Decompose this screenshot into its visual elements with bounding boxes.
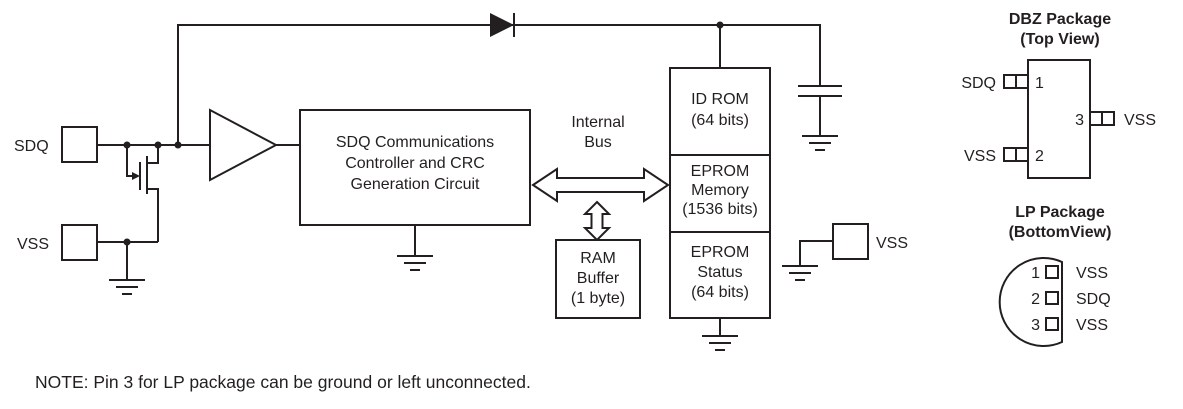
internal-bus-line1: Internal — [571, 114, 624, 131]
lp-title-line2: (BottomView) — [1009, 224, 1112, 241]
id-rom-line2: (64 bits) — [691, 112, 749, 129]
dbz-pin2-label: VSS — [964, 148, 996, 165]
dbz-pin2-lead-icon — [1003, 147, 1029, 162]
dbz-pin1-number: 1 — [1035, 75, 1044, 92]
lp-pin2-lead-icon — [1045, 291, 1059, 305]
ram-buffer-block: RAM Buffer (1 byte) — [555, 239, 641, 319]
controller-label-line3: Generation Circuit — [351, 176, 481, 193]
lp-package: LP Package (BottomView) 1 VSS 2 SDQ 3 VS… — [998, 204, 1112, 347]
capacitor-icon — [798, 85, 842, 97]
eprom-status-line2: Status — [697, 264, 742, 281]
lp-pin3-number: 3 — [1031, 317, 1040, 334]
dbz-pin3-lead-icon — [1089, 111, 1115, 126]
ram-buffer-line1: RAM — [580, 250, 616, 267]
controller-label-line1: SDQ Communications — [336, 134, 494, 151]
sdq-pad — [61, 126, 98, 163]
dbz-pin1-label: SDQ — [961, 75, 996, 92]
lp-pin2-label: SDQ — [1076, 291, 1111, 308]
eprom-status-line3: (64 bits) — [691, 284, 749, 301]
dbz-body — [1027, 59, 1091, 179]
buffer-amplifier-icon — [209, 108, 279, 182]
id-rom-line1: ID ROM — [691, 91, 749, 108]
eprom-status-block: EPROM Status (64 bits) — [691, 244, 750, 301]
dbz-pin1-lead-icon — [1003, 74, 1029, 89]
mosfet-icon — [132, 156, 148, 194]
vss-pad-right — [832, 223, 869, 260]
diode-icon — [490, 13, 515, 37]
vss-pad-right-label: VSS — [876, 235, 908, 252]
lp-pin1-lead-icon — [1045, 265, 1059, 279]
ground-icon — [701, 335, 739, 351]
ground-icon — [801, 135, 839, 151]
internal-bus-label: Internal Bus — [571, 114, 624, 151]
ram-buffer-line2: Buffer — [577, 270, 620, 287]
memory-stack: ID ROM (64 bits) EPROM Memory (1536 bits… — [669, 67, 771, 319]
eprom-status-line1: EPROM — [691, 244, 750, 261]
lp-pin3-lead-icon — [1045, 317, 1059, 331]
junction-dots — [123, 21, 724, 246]
lp-pin3-label: VSS — [1076, 317, 1108, 334]
eprom-memory-line3: (1536 bits) — [682, 201, 758, 218]
dbz-pin2-number: 2 — [1035, 148, 1044, 165]
ground-icon — [781, 265, 819, 281]
sdq-pad-label: SDQ — [14, 138, 49, 155]
eprom-memory-line2: Memory — [691, 182, 749, 199]
id-rom-block: ID ROM (64 bits) — [691, 91, 749, 129]
lp-pin2-number: 2 — [1031, 291, 1040, 308]
dbz-pin3-label: VSS — [1124, 112, 1156, 129]
vss-pad — [61, 224, 98, 261]
lp-pin1-label: VSS — [1076, 265, 1108, 282]
ram-bus-arrow-icon — [582, 200, 612, 242]
eprom-memory-block: EPROM Memory (1536 bits) — [682, 163, 758, 218]
controller-block: SDQ Communications Controller and CRC Ge… — [299, 109, 531, 226]
controller-label-line2: Controller and CRC — [345, 155, 485, 172]
dbz-pin3-number: 3 — [1075, 112, 1084, 129]
dbz-package: DBZ Package (Top View) 1 SDQ 2 VSS 3 VSS — [961, 11, 1156, 179]
ram-buffer-line3: (1 byte) — [571, 290, 625, 307]
internal-bus-line2: Bus — [584, 134, 612, 151]
lp-pin1-number: 1 — [1031, 265, 1040, 282]
dbz-title-line2: (Top View) — [1020, 31, 1099, 48]
ground-icon — [396, 255, 434, 271]
ground-icon — [108, 279, 146, 295]
lp-title-line1: LP Package — [1015, 204, 1105, 221]
eprom-memory-line1: EPROM — [691, 163, 750, 180]
dbz-title-line1: DBZ Package — [1009, 11, 1111, 28]
vss-pad-label: VSS — [17, 236, 49, 253]
footnote: NOTE: Pin 3 for LP package can be ground… — [35, 372, 531, 392]
internal-bus-arrow-icon — [531, 167, 670, 203]
